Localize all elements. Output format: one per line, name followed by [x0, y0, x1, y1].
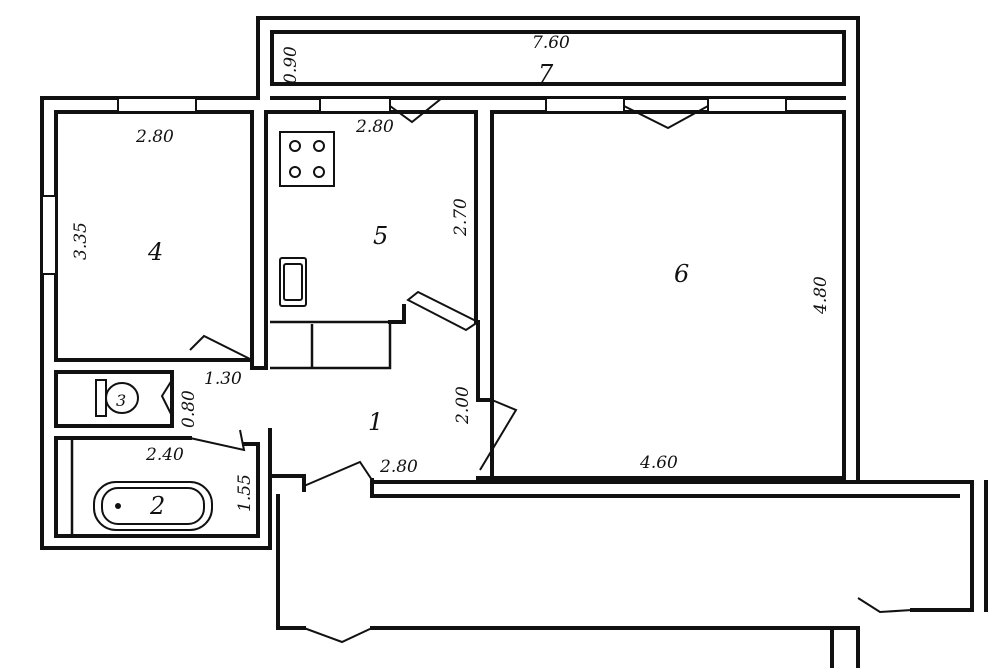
stove-burner-icon — [289, 140, 301, 152]
bath-door — [189, 429, 246, 452]
bathtub-inner-icon — [101, 487, 205, 525]
outer-walls — [40, 16, 988, 668]
room-number-6: 6 — [674, 260, 689, 288]
corridor-door-east — [857, 597, 913, 614]
corridor-west-wall — [276, 494, 306, 630]
stove-burner-icon — [289, 166, 301, 178]
dimension-bath-depth: 1.55 — [235, 474, 255, 512]
dimension-hall-depth: 2.00 — [453, 386, 473, 425]
kitchen-door — [406, 290, 480, 332]
dimension-room6-depth: 4.80 — [811, 276, 831, 315]
doors — [160, 97, 913, 644]
stove-icon — [279, 131, 335, 187]
room6-balcony-door — [623, 105, 709, 130]
corridor-south-wall — [370, 626, 860, 668]
dimension-kitchen-depth: 2.70 — [451, 198, 471, 237]
room6-walls — [490, 110, 846, 480]
room6-door — [479, 399, 518, 471]
dimension-room6-width: 4.60 — [639, 453, 678, 473]
room-number-3: 3 — [116, 391, 126, 410]
room4-window — [117, 97, 197, 113]
dimension-bath-width: 2.40 — [145, 445, 184, 465]
kitchen-sink-basin-icon — [283, 263, 303, 301]
dimension-toilet-depth: 0.80 — [179, 390, 199, 428]
toilet-icon — [105, 382, 139, 414]
stove-burner-icon — [313, 140, 325, 152]
wc-walls — [54, 370, 174, 428]
dimension-kitchen-width: 2.80 — [355, 117, 394, 137]
room4-side-window — [41, 195, 57, 275]
kitchen-balcony-door — [389, 97, 443, 124]
kitchen-door-jamb — [388, 304, 406, 324]
windows — [41, 97, 787, 275]
room6-window-right — [707, 97, 787, 113]
room-number-7: 7 — [538, 60, 554, 88]
dimension-balcony-depth: 0.90 — [281, 46, 301, 84]
fixtures — [93, 131, 335, 531]
room-number-4: 4 — [147, 238, 163, 266]
room-number-1: 1 — [368, 408, 383, 436]
kitchen-cabinets — [270, 320, 392, 370]
dimension-hall-width: 2.80 — [379, 457, 418, 477]
bathtub-drain-icon — [115, 503, 121, 509]
dimension-labels: 7.60 0.90 2.80 3.35 2.80 2.70 4.80 4.60 … — [71, 33, 831, 512]
room4-door — [189, 334, 253, 361]
balcony-outer-wall — [256, 16, 860, 480]
toilet-tank-icon — [95, 379, 107, 417]
room-numbers: 1 2 3 4 5 6 7 — [116, 60, 689, 520]
dimension-room4-width: 2.80 — [135, 127, 174, 147]
hall-west-wall — [268, 428, 306, 492]
wc-door — [160, 379, 173, 417]
dimension-room4-depth: 3.35 — [71, 222, 91, 260]
dimension-toilet-width: 1.30 — [204, 369, 242, 389]
corridor-door-west — [303, 627, 373, 644]
dimension-balcony-length: 7.60 — [532, 33, 570, 53]
hall-north-corner — [250, 358, 268, 370]
entrance-door — [303, 460, 373, 487]
kitchen-window — [319, 97, 391, 113]
room-number-2: 2 — [149, 492, 165, 520]
corridor-north-wall — [370, 480, 974, 612]
bath-walls — [54, 436, 260, 538]
balcony-inner-wall — [270, 30, 846, 86]
left-outer-wall — [40, 96, 272, 550]
room6-window-left — [545, 97, 625, 113]
room-number-5: 5 — [373, 222, 388, 250]
stove-burner-icon — [313, 166, 325, 178]
